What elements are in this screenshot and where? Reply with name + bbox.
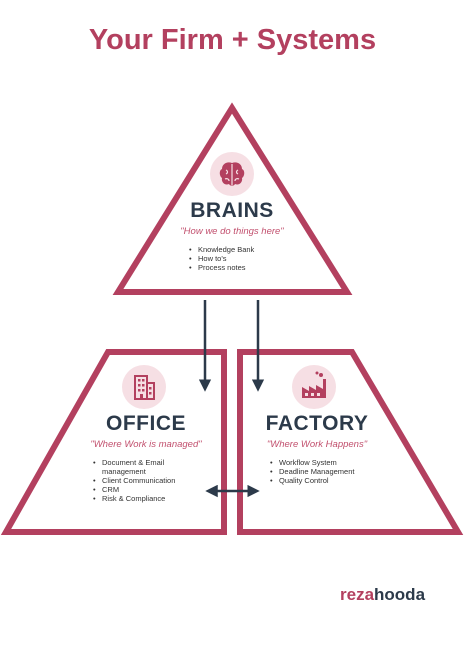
office-list: Document & Email management Client Commu…: [92, 458, 202, 503]
list-item: Risk & Compliance: [92, 494, 202, 503]
brains-triangle: [112, 102, 353, 295]
list-item: Client Communication: [92, 476, 202, 485]
list-item: Quality Control: [269, 476, 379, 485]
list-item: CRM: [92, 485, 202, 494]
brand-logo: rezahooda: [340, 585, 425, 605]
brand-part-2: hooda: [374, 585, 426, 604]
factory-shape: [237, 349, 464, 535]
brains-list: Knowledge Bank How to's Process notes: [188, 245, 322, 272]
brains-tagline: "How we do things here": [180, 226, 284, 237]
office-heading: OFFICE: [106, 412, 186, 435]
list-item: Deadline Management: [269, 467, 379, 476]
office-shape: [0, 349, 227, 535]
brains-block: BRAINS "How we do things here" Knowledge…: [142, 199, 322, 272]
factory-icon-circle: [292, 365, 336, 409]
office-block: OFFICE "Where Work is managed" Document …: [64, 412, 228, 503]
brains-heading: BRAINS: [190, 199, 274, 222]
factory-block: FACTORY "Where Work Happens" Workflow Sy…: [234, 412, 400, 485]
office-icon-circle: [122, 365, 166, 409]
factory-tagline: "Where Work Happens": [266, 439, 368, 450]
brains-icon-circle: [210, 152, 254, 196]
list-item: Document & Email management: [92, 458, 202, 476]
list-item: Knowledge Bank: [188, 245, 322, 254]
factory-heading: FACTORY: [265, 412, 369, 435]
list-item: How to's: [188, 254, 322, 263]
page-title: Your Firm + Systems: [88, 24, 377, 56]
brain-icon: [219, 162, 245, 186]
factory-icon: [302, 371, 326, 398]
building-icon: [134, 375, 155, 400]
office-tagline: "Where Work is managed": [90, 439, 202, 450]
list-item: Workflow System: [269, 458, 379, 467]
list-item: Process notes: [188, 263, 322, 272]
factory-list: Workflow System Deadline Management Qual…: [269, 458, 379, 485]
brand-part-1: reza: [340, 585, 375, 604]
